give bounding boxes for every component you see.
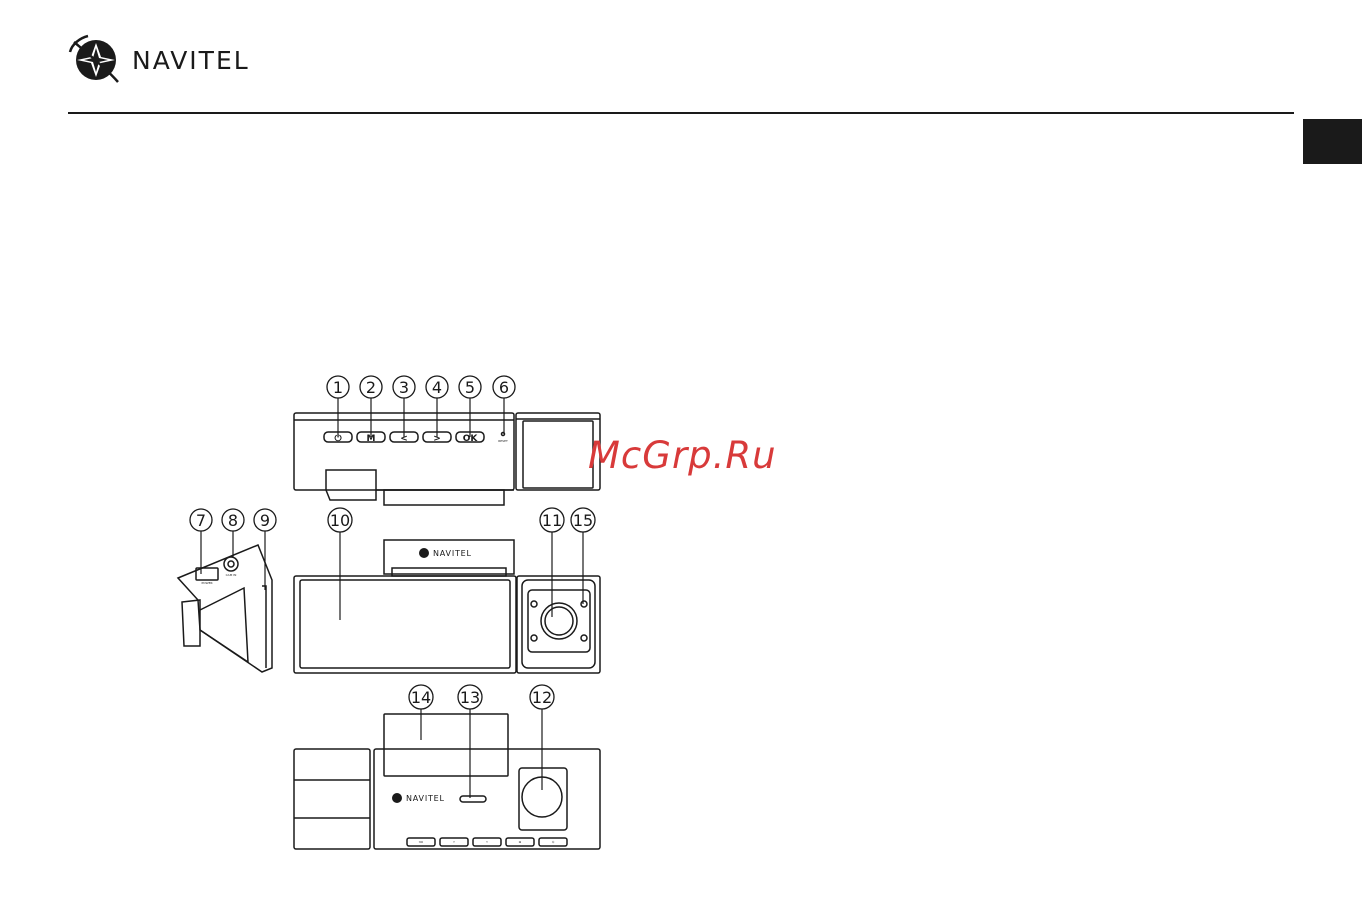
svg-text:2: 2 (366, 378, 376, 397)
rear-power-label: ⏻ (551, 840, 554, 844)
microsd-slot (460, 796, 486, 802)
cam-in-label: CAM IN (226, 573, 237, 577)
rear-menu-label: M (518, 840, 521, 844)
power-port-label: POWER (201, 581, 212, 585)
callout-1: 1 (327, 376, 349, 398)
callout-12: 12 (530, 685, 554, 709)
callout-4: 4 (426, 376, 448, 398)
prev-button-label: < (400, 434, 408, 444)
callout-10: 10 (328, 508, 352, 532)
next-button-label: > (433, 434, 441, 444)
svg-text:NAVITEL: NAVITEL (406, 794, 445, 803)
menu-button-label: M (367, 434, 376, 444)
svg-text:14: 14 (411, 688, 431, 707)
rear-prev-label: < (452, 840, 455, 844)
svg-text:7: 7 (196, 511, 206, 530)
svg-text:1: 1 (333, 378, 343, 397)
callout-13: 13 (458, 685, 482, 709)
ok-button-label: OK (463, 434, 479, 444)
device-side-view (178, 545, 272, 672)
svg-text:8: 8 (228, 511, 238, 530)
svg-text:11: 11 (542, 511, 562, 530)
callout-8: 8 (222, 509, 244, 531)
rear-ok-label: OK (418, 840, 423, 844)
callout-3: 3 (393, 376, 415, 398)
watermark-text: McGrp.Ru (588, 434, 777, 477)
reset-label: RESET (498, 439, 508, 443)
callout-15: 15 (571, 508, 595, 532)
svg-text:12: 12 (532, 688, 552, 707)
svg-text:13: 13 (460, 688, 480, 707)
svg-text:4: 4 (432, 378, 442, 397)
screen (300, 580, 510, 668)
svg-text:6: 6 (499, 378, 509, 397)
callout-9: 9 (254, 509, 276, 531)
device-top-view (294, 413, 600, 505)
rear-next-label: > (485, 840, 488, 844)
callout-14: 14 (409, 685, 433, 709)
callout-leaders (201, 398, 583, 798)
device-logo-rear: NAVITEL (392, 793, 445, 803)
power-button-label: ⏻ (334, 433, 342, 444)
svg-text:9: 9 (260, 511, 270, 530)
callout-2: 2 (360, 376, 382, 398)
svg-text:15: 15 (573, 511, 593, 530)
callout-5: 5 (459, 376, 481, 398)
callout-7: 7 (190, 509, 212, 531)
callout-11: 11 (540, 508, 564, 532)
svg-text:5: 5 (465, 378, 475, 397)
svg-text:3: 3 (399, 378, 409, 397)
callout-6: 6 (493, 376, 515, 398)
device-logo-front: NAVITEL (419, 548, 472, 558)
svg-text:10: 10 (330, 511, 350, 530)
device-rear-view (294, 714, 600, 849)
svg-text:NAVITEL: NAVITEL (433, 549, 472, 558)
